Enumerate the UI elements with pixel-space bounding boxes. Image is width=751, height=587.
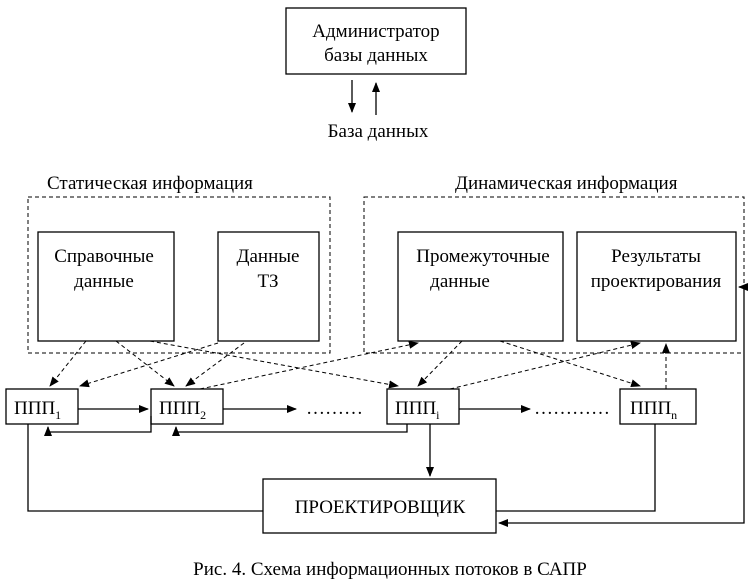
admin-box [285,7,467,75]
pppn-to-designer-line [496,424,656,512]
reference-data-line2: данные [74,271,134,292]
reference-data-line1: Справочные [54,246,154,267]
designer-box [262,478,497,534]
pppn-label: ПППn [630,398,677,422]
figure-caption: Рис. 4. Схема информационных потоков в С… [193,559,587,580]
reference-to-ppp1-arrow [49,340,87,387]
ellipsis-right: ………… [534,398,610,419]
database-label: База данных [328,121,429,142]
admin-label-line1: Администратор [312,21,439,42]
static-info-group [27,196,331,354]
pppi-to-results-arrow [449,341,641,390]
reference-to-pppi-arrow [149,340,399,389]
intermediate-data-line1: Промежуточные [416,246,549,267]
static-info-title: Статическая информация [47,173,253,194]
designer-label: ПРОЕКТИРОВЩИК [295,497,466,518]
spec-to-ppp2-arrow [185,342,245,387]
spec-data-line1: Данные [237,246,300,267]
intermediate-data-box [397,231,564,342]
reference-to-ppp2-arrow [115,340,175,387]
design-results-line1: Результаты [611,246,701,267]
pppn-box [619,388,697,425]
spec-data-box [217,231,320,342]
ppp2-box [150,388,224,425]
ppp2-label: ППП2 [159,398,206,422]
pppi-to-ppp2-feedback [172,424,408,436]
pppi-box [386,388,460,425]
ppp1-to-designer-line [27,424,263,512]
dynamic-info-title: Динамическая информация [455,173,678,194]
dynamic-info-group [363,196,745,354]
spec-data-line2: ТЗ [257,271,278,292]
reference-data-box [37,231,175,342]
pppi-label: ПППi [395,398,440,422]
design-results-line2: проектирования [591,271,722,292]
intermediate-to-pppi-arrow [417,340,463,387]
spec-to-ppp1-arrow [79,342,219,388]
results-to-designer-arrow [498,285,745,527]
ppp1-box [5,388,79,425]
intermediate-data-line2: данные [430,271,490,292]
ppp2-to-ppp1-feedback [44,416,152,436]
admin-label-line2: базы данных [324,45,428,66]
design-results-box [576,231,737,342]
ppp1-label: ППП1 [14,398,61,422]
ellipsis-left: ……… [306,398,363,419]
ppp2-to-intermediate-arrow [199,340,419,390]
intermediate-to-pppn-arrow [499,340,641,388]
